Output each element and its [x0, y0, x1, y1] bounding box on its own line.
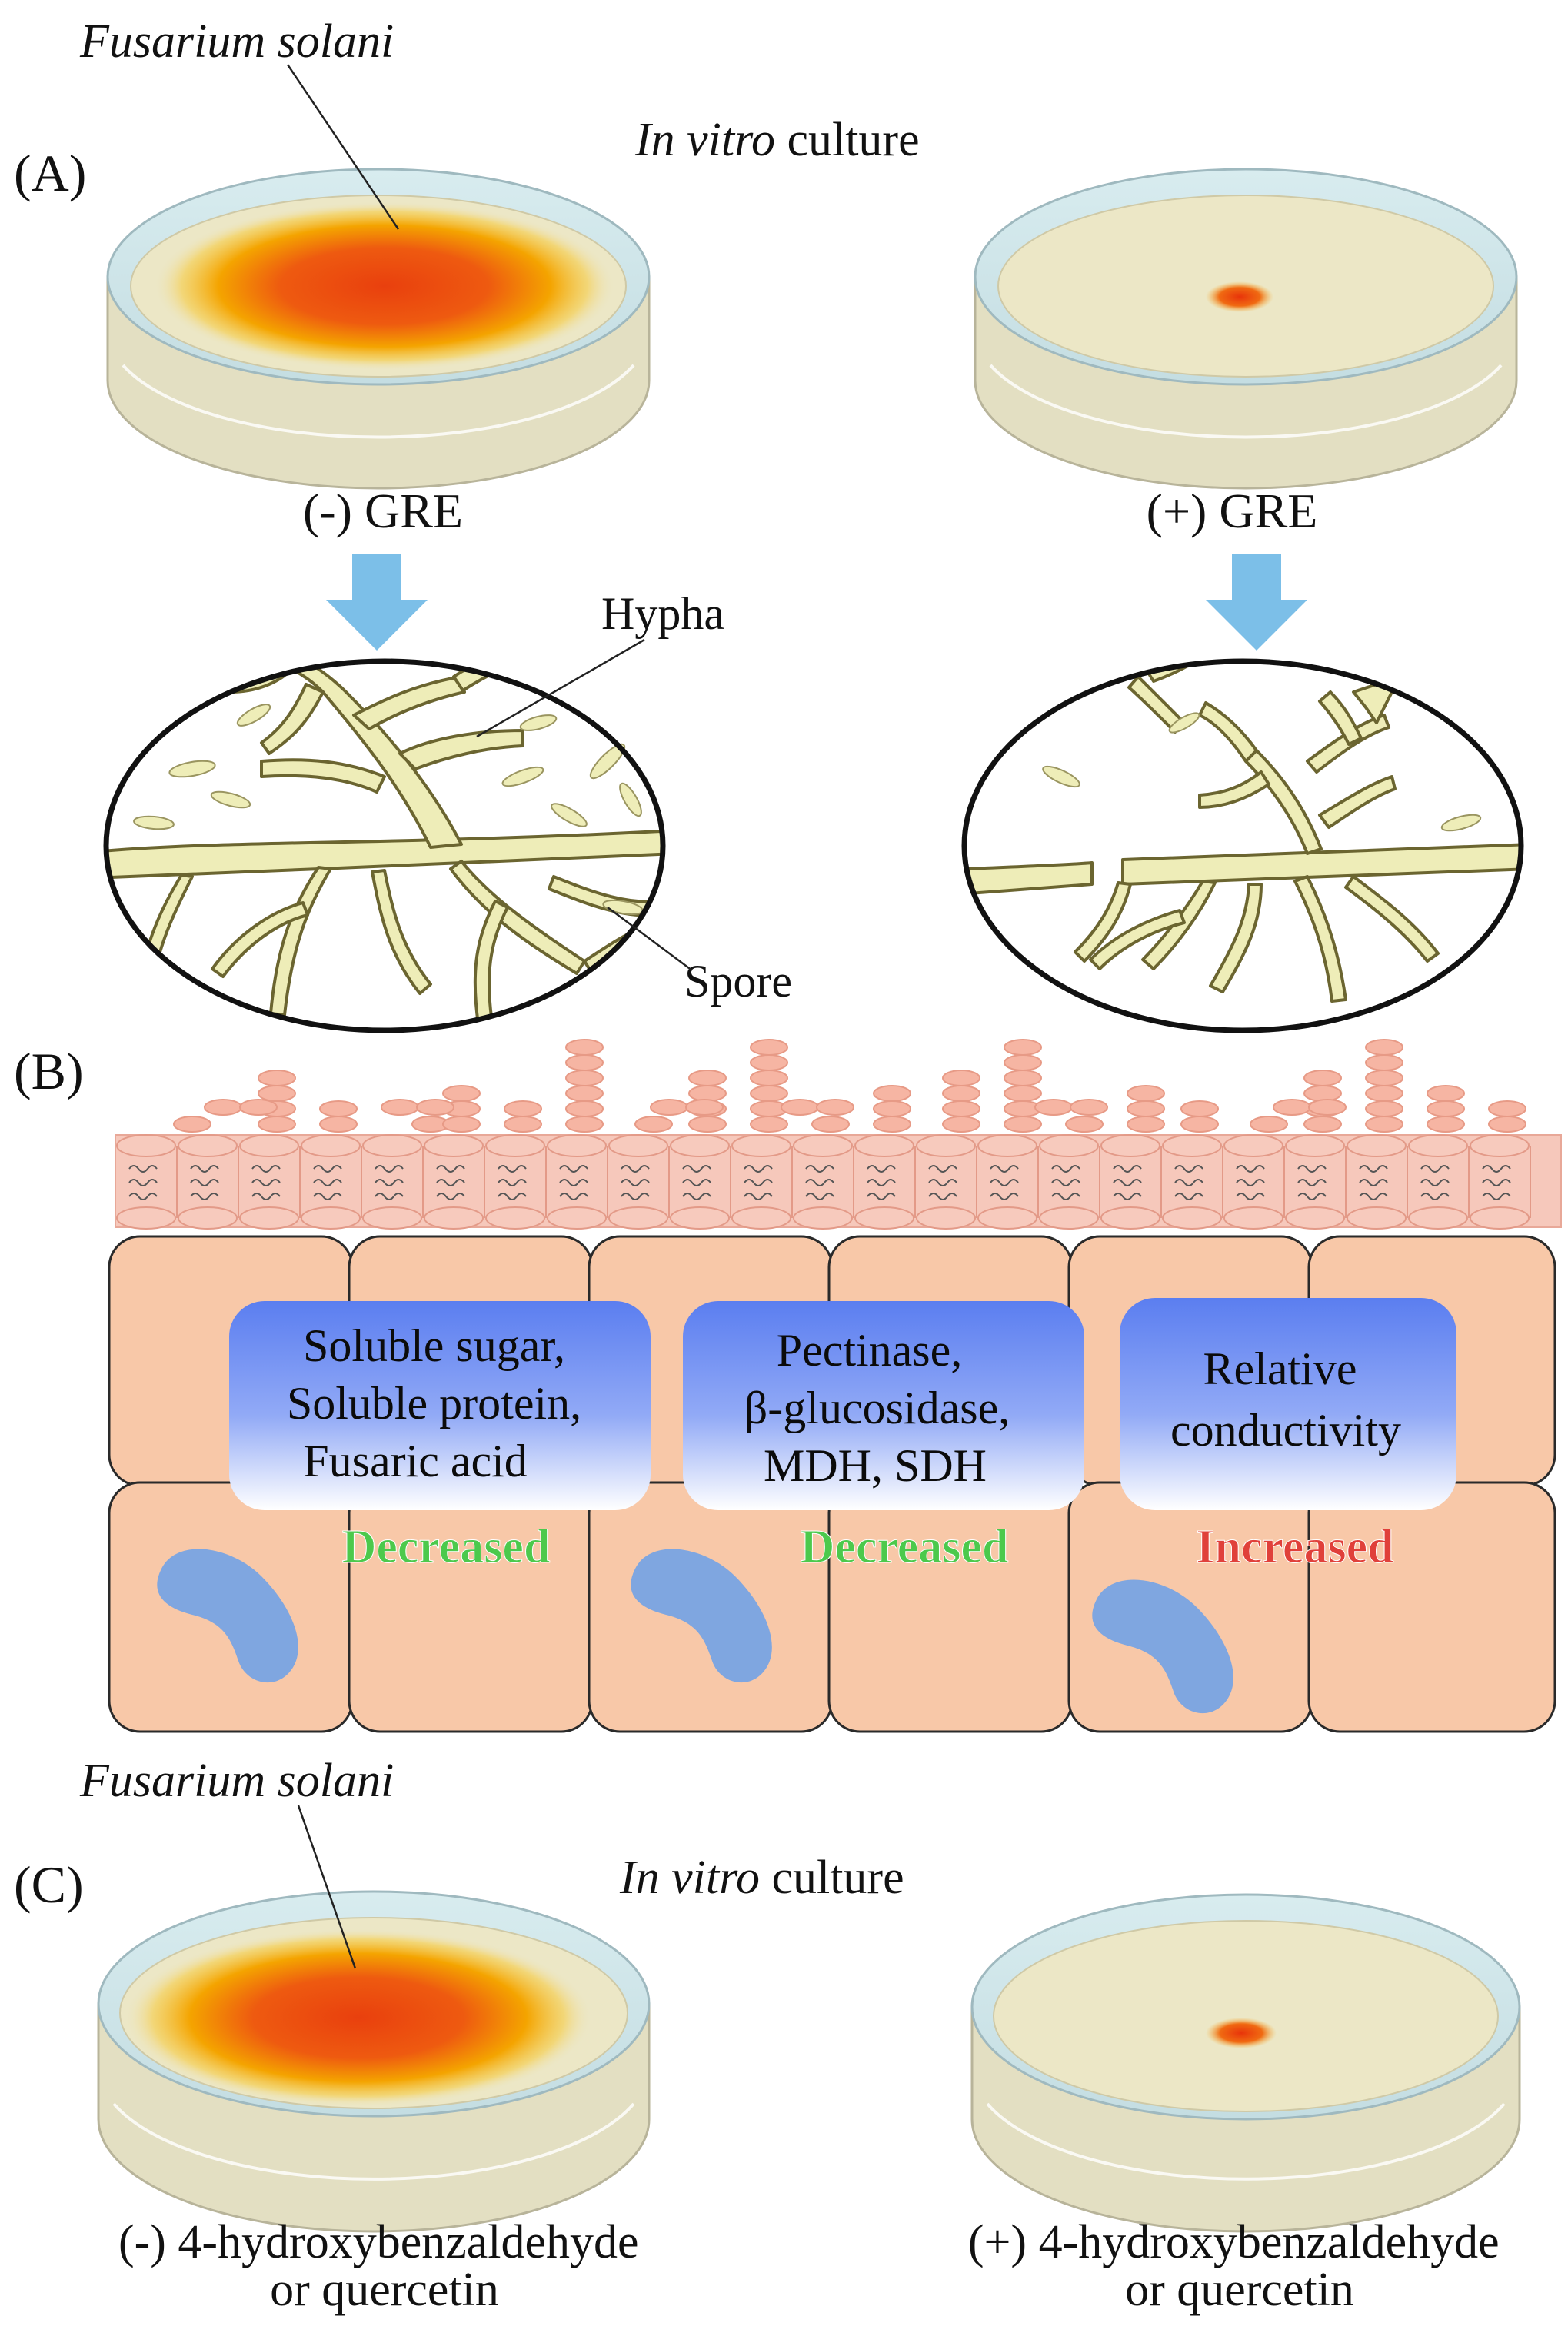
panel-a-label: (A) — [14, 144, 86, 202]
membrane-protein-stacks — [173, 1039, 1526, 1133]
outcome-label-1: Decreased — [342, 1521, 551, 1573]
outcome-label-2: Decreased — [801, 1521, 1009, 1573]
petri-dish-c-treated — [970, 1893, 1521, 2233]
svg-text:Pectinase, β-glucosidase: Pectinase, β-glucosidase, MDH, SDH — [744, 1325, 1021, 1491]
fungal-colony-small — [1206, 281, 1273, 312]
box1-line2: Soluble protein, — [287, 1378, 581, 1429]
condition-treated-c-line2: or quercetin — [1125, 2264, 1354, 2316]
down-arrow-right — [1206, 554, 1307, 651]
cell-membrane — [115, 1134, 1562, 1230]
condition-treated-c-line1: (+) 4-hydroxybenzaldehyde — [968, 2216, 1500, 2268]
magnified-view-treated — [961, 658, 1524, 1033]
cell-nucleus-3 — [1092, 1579, 1233, 1714]
spore-pointer — [607, 906, 693, 972]
box1-line3: Fusaric acid — [303, 1436, 528, 1486]
box2-line1: Pectinase, — [777, 1325, 963, 1376]
condition-untreated-c-line2: or quercetin — [270, 2264, 499, 2316]
species-label-c: Fusarium solani — [79, 1755, 394, 1807]
box2-line3: MDH, SDH — [764, 1440, 987, 1491]
box3-line2: conductivity — [1170, 1405, 1401, 1456]
culture-label-c: In vitro culture — [619, 1852, 904, 1904]
condition-treated-a: (+) GRE — [1147, 484, 1318, 538]
petri-dish-a-treated — [974, 168, 1518, 490]
svg-text:Soluble sugar, Soluble p: Soluble sugar, Soluble protein, Fusaric … — [287, 1320, 593, 1486]
petri-dish-c-untreated — [97, 1890, 651, 2233]
panel-b-label: (B) — [14, 1042, 84, 1100]
svg-text:Relative conductivity: Relative conductivity — [1170, 1343, 1401, 1456]
spore-label: Spore — [684, 956, 792, 1007]
box2-line2: β-glucosidase, — [744, 1383, 1010, 1433]
magnified-view-untreated — [103, 658, 666, 1033]
down-arrow-left — [326, 554, 428, 651]
box3-line1: Relative — [1203, 1343, 1357, 1394]
panel-c-label: (C) — [14, 1855, 84, 1914]
svg-text:(+) 4-hydroxybenzaldehyde: (+) 4-hydroxybenzaldehyde or quercetin — [968, 2216, 1511, 2316]
condition-untreated-c-line1: (-) 4-hydroxybenzaldehyde — [118, 2216, 639, 2268]
box1-line1: Soluble sugar, — [303, 1320, 565, 1371]
cell-nucleus-1 — [157, 1549, 298, 1683]
petri-dish-a-untreated — [106, 168, 651, 490]
info-box-enzymes: Pectinase, β-glucosidase, MDH, SDH — [683, 1301, 1084, 1510]
hypha-pointer — [476, 638, 645, 738]
culture-label-a: In vitro culture — [634, 114, 920, 166]
cell-nucleus-2 — [631, 1549, 772, 1683]
svg-text:(-) 4-hydroxybenzaldehyde: (-) 4-hydroxybenzaldehyde or quercetin — [118, 2216, 651, 2316]
fungal-colony-large-c — [125, 1928, 592, 2107]
hypha-label: Hypha — [601, 588, 724, 639]
species-pointer-c — [297, 1805, 357, 1969]
species-label-a: Fusarium solani — [79, 15, 394, 68]
fungal-colony-small-c — [1206, 2018, 1277, 2048]
condition-untreated-a: (-) GRE — [303, 484, 463, 538]
outcome-label-3: Increased — [1196, 1521, 1393, 1573]
fungal-colony-large — [154, 201, 615, 371]
info-box-conductivity: Relative conductivity — [1120, 1298, 1456, 1510]
species-pointer-a — [286, 64, 400, 230]
info-box-sugar-protein: Soluble sugar, Soluble protein, Fusaric … — [229, 1301, 651, 1510]
